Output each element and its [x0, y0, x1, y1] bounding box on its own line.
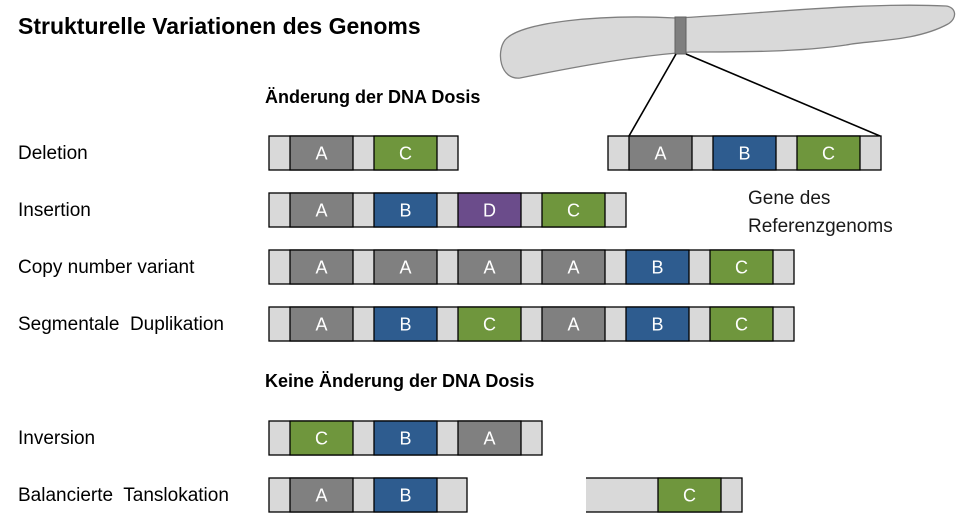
- gene-label: A: [315, 201, 327, 221]
- chromosome-band: [674, 16, 687, 55]
- gene-label: A: [567, 258, 579, 278]
- gene-block-a: [373, 249, 438, 285]
- row-label-inversion: Inversion: [18, 428, 96, 449]
- row-label-copy-number-variant: Copy number variant: [18, 257, 195, 278]
- gene-label: A: [315, 258, 327, 278]
- gene-label: C: [483, 315, 496, 335]
- section-heading-dose-change: Änderung der DNA Dosis: [265, 87, 481, 107]
- gene-label: C: [735, 258, 748, 278]
- gene-label: B: [399, 429, 411, 449]
- gene-block-c: [541, 192, 606, 228]
- gene-block-b: [373, 306, 438, 342]
- gene-label: D: [483, 201, 496, 221]
- gene-label: C: [822, 144, 835, 164]
- strand-backbone: [268, 306, 795, 342]
- gene-block-b: [712, 135, 777, 171]
- gene-block-d: [457, 192, 522, 228]
- reference-caption-line1: Gene des: [748, 188, 831, 209]
- gene-label: B: [399, 201, 411, 221]
- section-heading-no-dose-change: Keine Änderung der DNA Dosis: [265, 371, 535, 391]
- gene-label: C: [399, 144, 412, 164]
- strand-backbone: [268, 249, 795, 285]
- gene-label: C: [567, 201, 580, 221]
- strand-row-5-fragment: C: [583, 477, 743, 513]
- gene-block-c: [373, 135, 438, 171]
- gene-block-b: [373, 477, 438, 513]
- gene-label: C: [735, 315, 748, 335]
- gene-label: B: [651, 258, 663, 278]
- gene-block-c: [657, 477, 722, 513]
- gene-block-a: [289, 135, 354, 171]
- gene-label: A: [483, 258, 495, 278]
- strand-break-left: [580, 477, 586, 515]
- gene-block-a: [289, 192, 354, 228]
- zoom-line-left: [628, 53, 677, 137]
- row-label-segmental-duplication: Segmentale Duplikation: [18, 314, 224, 335]
- page-title: Strukturelle Variationen des Genoms: [18, 13, 421, 39]
- row-label-balanced-translocation: Balancierte Tanslokation: [18, 485, 229, 506]
- chromosome-shape: [499, 4, 956, 79]
- gene-block-c: [289, 420, 354, 456]
- gene-label: B: [738, 144, 750, 164]
- gene-block-b: [373, 192, 438, 228]
- gene-block-b: [625, 249, 690, 285]
- gene-block-a: [457, 249, 522, 285]
- gene-label: C: [683, 486, 696, 506]
- reference-caption-line2: Referenzgenoms: [748, 216, 893, 237]
- gene-label: B: [399, 315, 411, 335]
- gene-block-a: [457, 420, 522, 456]
- gene-block-c: [709, 306, 774, 342]
- row-label-insertion: Insertion: [18, 200, 91, 221]
- gene-label: B: [651, 315, 663, 335]
- strand-break-right: [478, 477, 486, 515]
- gene-block-a: [289, 477, 354, 513]
- gene-block-b: [373, 420, 438, 456]
- gene-block-a: [289, 306, 354, 342]
- gene-label: A: [399, 258, 411, 278]
- gene-label: A: [483, 429, 495, 449]
- zoom-line-right: [685, 53, 881, 137]
- gene-block-a: [289, 249, 354, 285]
- gene-label: A: [315, 486, 327, 506]
- gene-block-b: [625, 306, 690, 342]
- gene-block-a: [541, 306, 606, 342]
- reference-caption: Gene des Referenzgenoms: [748, 185, 893, 241]
- gene-block-a: [541, 249, 606, 285]
- gene-block-c: [796, 135, 861, 171]
- row-label-deletion: Deletion: [18, 143, 88, 164]
- gene-block-c: [457, 306, 522, 342]
- gene-label: A: [315, 315, 327, 335]
- gene-block-a: [628, 135, 693, 171]
- gene-label: A: [315, 144, 327, 164]
- gene-block-c: [709, 249, 774, 285]
- gene-label: C: [315, 429, 328, 449]
- gene-label: A: [654, 144, 666, 164]
- gene-label: B: [399, 486, 411, 506]
- reference-strand: A B C: [607, 135, 882, 171]
- gene-label: A: [567, 315, 579, 335]
